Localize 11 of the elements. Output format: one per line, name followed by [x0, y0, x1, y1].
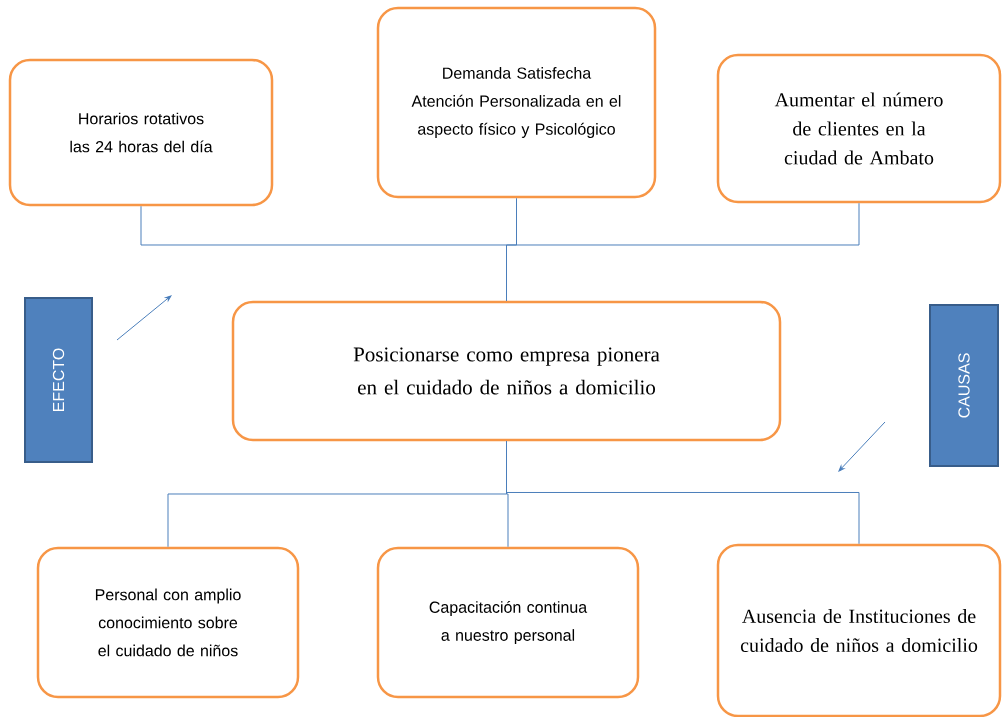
- text-box: Capacitación continua a nuestro personal: [376, 546, 640, 699]
- text-box: Demanda Satisfecha Atención Personalizada en el aspecto físico y Psicológico: [376, 6, 657, 199]
- label-bar: CAUSAS: [929, 304, 999, 467]
- label-bar: EFECTO: [24, 297, 93, 463]
- text-box: Aumentar el número de clientes en la ciudad de Ambato: [716, 53, 1002, 204]
- text-box: Posicionarse como empresa pionera en el cuidado de niños a domicilio: [231, 300, 782, 442]
- connector-line: [506, 440, 860, 545]
- text-box: Horarios rotativos las 24 horas del día: [8, 58, 274, 207]
- text-box: Ausencia de Instituciones de cuidado de niños a domicilio: [716, 543, 1002, 717]
- connector-line: [506, 202, 860, 302]
- text-box: Personal con amplio conocimiento sobre el cuidado de niños: [36, 546, 300, 699]
